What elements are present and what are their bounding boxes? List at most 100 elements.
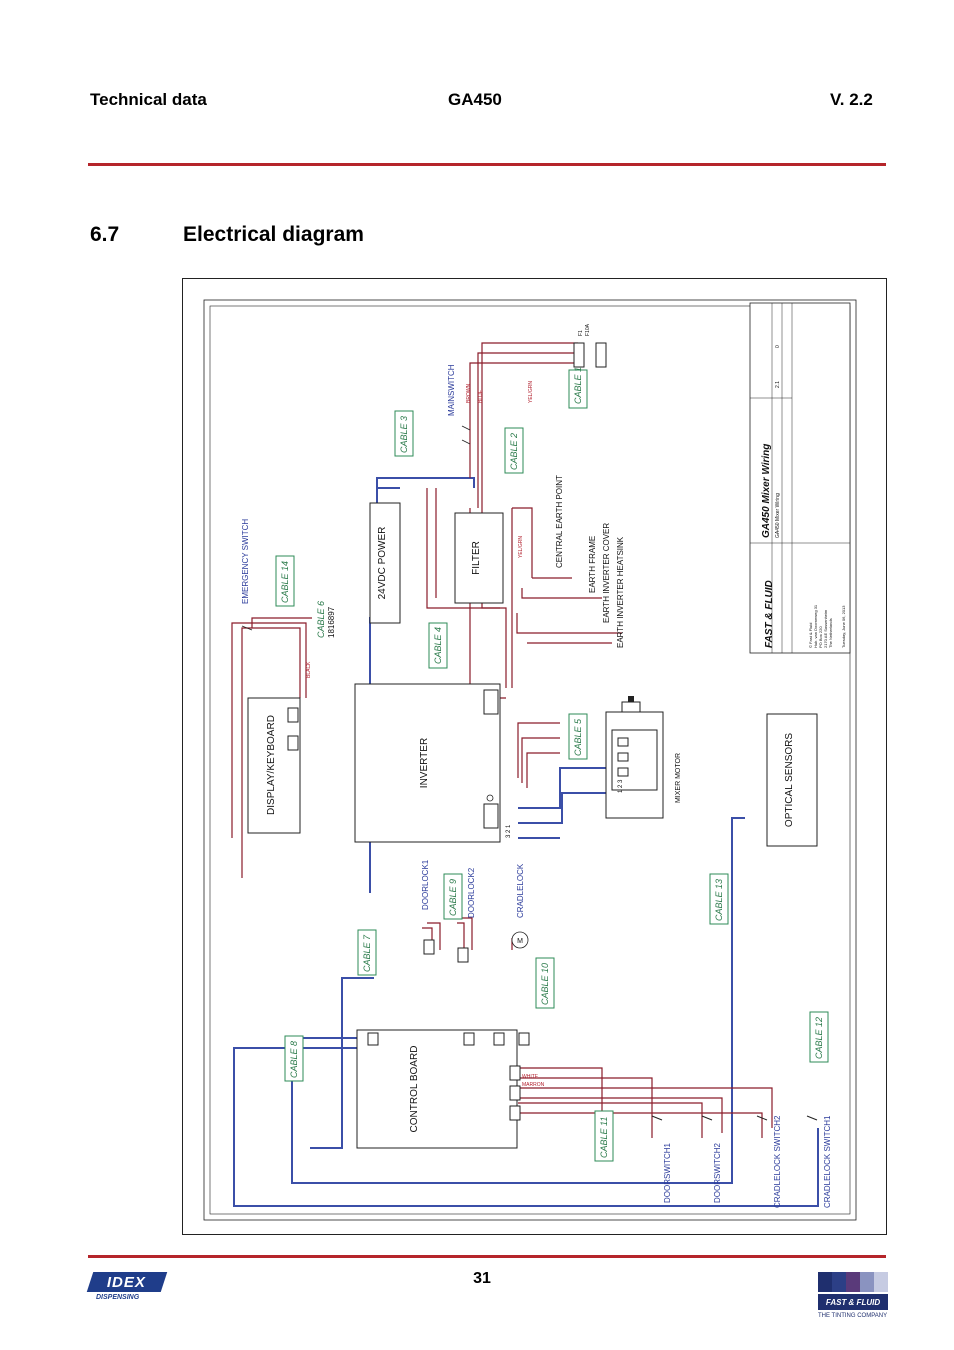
idex-logo: IDEX DISPENSING	[86, 1272, 170, 1306]
cable-label: CABLE 6	[316, 601, 326, 638]
cable-label: CABLE 1	[573, 367, 583, 404]
filter-label: FILTER	[471, 541, 482, 575]
title-block: GA450 Mixer Wiring GA450 Mixer Wiring 2.…	[749, 302, 851, 654]
cable-label: CABLE 3	[399, 416, 409, 453]
mainswitch: MAINSWITCH	[447, 364, 471, 445]
fuse-rating: F10A	[585, 323, 591, 336]
red-wires	[231, 342, 773, 1138]
cable-label: CABLE 12	[814, 1017, 824, 1059]
wire-label: BROWN	[466, 383, 472, 403]
page-number: 31	[473, 1270, 491, 1287]
cable-label: CABLE 13	[714, 879, 724, 921]
title-block-filename: GA450 Mixer Wiring	[775, 493, 781, 538]
doorlock2-label: DOORLOCK2	[467, 867, 476, 918]
cradlelock-switch2: CRADLELOCK SWITCH2	[756, 1115, 782, 1208]
cradlelock-label: CRADLELOCK	[516, 863, 525, 918]
title-block-date: Tuesday, June 06, 2013	[841, 605, 846, 648]
inverter-terminals: 3 2 1	[506, 824, 512, 838]
control-board-label: CONTROL BOARD	[409, 1046, 420, 1133]
optical-sensors: OPTICAL SENSORS	[766, 713, 818, 847]
idex-logo-sub: DISPENSING	[96, 1294, 140, 1301]
title-block-address: Hub. van Doorneweg 31	[813, 604, 818, 648]
drawing-inner-border	[209, 305, 851, 1215]
title-block-address: The Netherlands	[828, 618, 833, 648]
cable-label: CABLE 8	[289, 1041, 299, 1078]
doorswitch1: DOORSWITCH1	[651, 1115, 672, 1203]
electrical-diagram: .t{font-family:"Liberation Sans",sans-se…	[182, 278, 887, 1235]
cradlelock-switch2-label: CRADLELOCK SWITCH2	[773, 1115, 782, 1208]
cable-label: CABLE 7	[362, 934, 372, 972]
inverter: INVERTER 3 2 1	[354, 683, 512, 843]
title-block-address: © Fast & Fluid	[808, 623, 813, 648]
doorswitch1-label: DOORSWITCH1	[663, 1142, 672, 1203]
drawing-border	[203, 299, 857, 1221]
cable-label: CABLE 2	[509, 433, 519, 470]
fast-fluid-logo: FAST & FLUID THE TINTING COMPANY	[818, 1272, 888, 1328]
control-board: CONTROL BOARD	[356, 1029, 530, 1149]
earth-label: EARTH INVERTER HEATSINK	[616, 536, 625, 648]
doorlock2: DOORLOCK2	[457, 867, 476, 963]
cable-label: CABLE 10	[540, 963, 550, 1005]
cable-labels: CABLE 1 CABLE 2 CABLE 3 CABLE 4 CABLE 5 …	[275, 367, 829, 1162]
idex-logo-text: IDEX	[107, 1273, 147, 1291]
inverter-label: INVERTER	[419, 738, 430, 788]
title-block-drawing-title: GA450 Mixer Wiring	[761, 444, 772, 538]
fast-fluid-logo-text: FAST & FLUID	[825, 1297, 881, 1307]
title-block-version: 2.1	[775, 381, 781, 388]
header-center: GA450	[448, 90, 502, 109]
cradlelock-motor-symbol: M	[517, 938, 523, 945]
section-number: 6.7	[90, 223, 120, 246]
earth-label: EARTH FRAME	[588, 536, 597, 593]
wire-label: WHITE	[522, 1074, 539, 1080]
filter: FILTER	[454, 512, 504, 604]
earth-wires	[512, 507, 622, 644]
wire-label: YEL/GRN	[528, 381, 534, 403]
power-24vdc: 24VDC POWER	[369, 502, 401, 624]
motor-terminals: 1 2 3	[618, 779, 624, 793]
wire-label: MARRON	[522, 1082, 545, 1088]
title-block-brand: FAST & FLUID	[764, 580, 775, 648]
outer-frame	[182, 278, 887, 1235]
header-rule	[88, 163, 886, 166]
cable-label: CABLE 11	[599, 1117, 609, 1158]
wire-label: YEL/GRN	[518, 536, 524, 558]
earth-labels: CENTRAL EARTH POINT EARTH FRAME EARTH IN…	[555, 475, 625, 648]
fuse-label: F1	[578, 330, 584, 336]
cable-part-number: 1816897	[327, 606, 336, 638]
cradlelock-switch1: CRADLELOCK SWITCH1	[806, 1115, 832, 1208]
earth-label: CENTRAL EARTH POINT	[555, 475, 564, 568]
cable-label: CABLE 9	[448, 879, 458, 916]
doorswitch2: DOORSWITCH2	[701, 1115, 722, 1203]
cradlelock: M CRADLELOCK	[511, 863, 529, 949]
wire-label: BLUE	[478, 389, 484, 403]
section-title: Electrical diagram	[183, 223, 364, 246]
wire-color-labels: BROWN BLUE YEL/GRN YEL/GRN BLACK WHITE M…	[306, 381, 545, 1088]
earth-label: EARTH INVERTER COVER	[602, 523, 611, 623]
header-left: Technical data	[90, 90, 207, 109]
wire-label: BLACK	[306, 661, 312, 678]
cradlelock-switch1-label: CRADLELOCK SWITCH1	[823, 1115, 832, 1208]
title-block-address: 2170 AE Sassenheim	[823, 609, 828, 648]
mainswitch-label: MAINSWITCH	[447, 364, 456, 416]
cable-label: CABLE 5	[573, 718, 583, 756]
footer-rule	[88, 1255, 886, 1258]
doorlock1-label: DOORLOCK1	[421, 859, 430, 910]
cable-label: CABLE 14	[280, 561, 290, 603]
doorlock1: DOORLOCK1	[421, 859, 435, 955]
emergency-switch: EMERGENCY SWITCH	[241, 519, 253, 631]
fuse: F1 F10A	[573, 323, 607, 368]
blue-wires	[233, 477, 819, 1207]
header-right: V. 2.2	[830, 90, 873, 109]
cable-label: CABLE 4	[433, 627, 443, 664]
emergency-switch-label: EMERGENCY SWITCH	[241, 519, 250, 604]
doorswitch2-label: DOORSWITCH2	[713, 1142, 722, 1203]
display-keyboard-label: DISPLAY/KEYBOARD	[266, 715, 277, 815]
power-24vdc-label: 24VDC POWER	[377, 527, 388, 600]
mixer-motor: 1 2 3 MIXER MOTOR	[605, 696, 682, 819]
optical-sensors-label: OPTICAL SENSORS	[784, 733, 795, 827]
fast-fluid-logo-sub: THE TINTING COMPANY	[818, 1313, 888, 1319]
title-block-sheet: 0	[775, 345, 781, 348]
display-keyboard: DISPLAY/KEYBOARD	[247, 697, 301, 834]
mixer-motor-label: MIXER MOTOR	[675, 753, 682, 803]
title-block-address: PO Box 220	[818, 626, 823, 648]
